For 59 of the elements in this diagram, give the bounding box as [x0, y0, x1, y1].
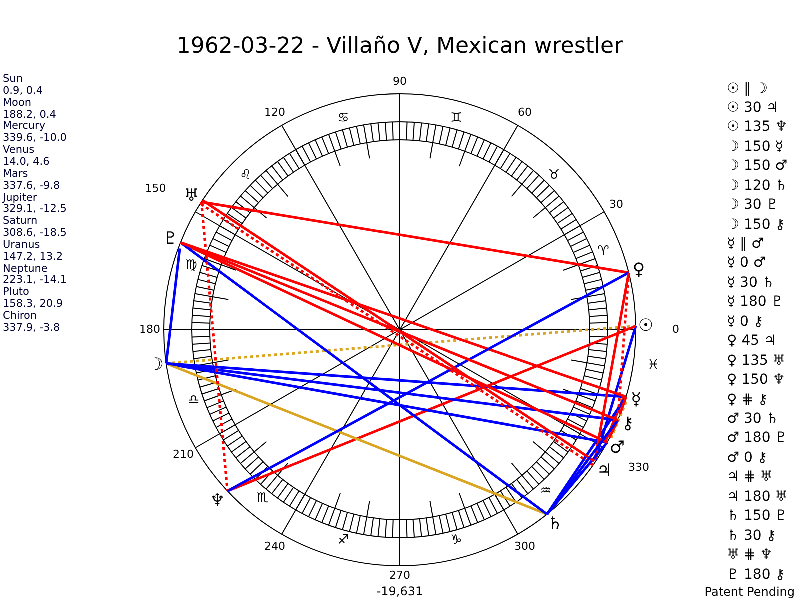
zodiac-sign: ♓ — [648, 358, 660, 373]
aspect-entry: ☽ 120 ♄ — [727, 178, 788, 195]
aspect-entry: ☿ ∥ ♂ — [727, 236, 764, 254]
planet-name: Neptune — [3, 264, 48, 275]
planet-coordinates: 223.1, -14.1 — [3, 275, 67, 287]
planet-coordinates: 0.9, 0.4 — [3, 86, 44, 98]
aspect-entry: ☿ 0 ⚷ — [727, 314, 764, 331]
planet-coordinates: 188.2, 0.4 — [3, 110, 56, 121]
aspect-entry: ♂ 0 ⚷ — [727, 450, 768, 467]
chart-title: 1962-03-22 - Villaño V, Mexican wrestler — [176, 34, 624, 60]
planet-symbol: ☽ — [146, 355, 166, 376]
aspect-entry: ☉ 30 ♃ — [727, 100, 779, 117]
planet-coordinates: 337.9, -3.8 — [3, 322, 60, 335]
planet-name: Chiron — [3, 311, 38, 323]
aspect-entry: ♀ 45 ♃ — [727, 333, 777, 350]
degree-label: 270 — [390, 570, 410, 582]
aspect-entry: ☿ 180 ♇ — [727, 294, 784, 312]
aspect-entry: ♃ 180 ♅ — [727, 488, 788, 506]
aspect-entry: ♇ 180 ⚷ — [727, 566, 786, 584]
planet-name: Sun — [3, 74, 23, 86]
aspect-entry: ♄ 150 ♇ — [727, 508, 788, 526]
planet-name: Moon — [3, 98, 32, 110]
aspect-entry: ☽ 150 ⚷ — [727, 216, 786, 234]
aspect-entry: ☿ 0 ♂ — [727, 255, 766, 272]
aspect-entry: ♂ 30 ♄ — [727, 410, 779, 428]
planet-name: Pluto — [3, 287, 30, 299]
aspect-entry: ♃ ⋕ ♅ — [727, 469, 773, 486]
aspect-entry: ♀ ⋕ ⚷ — [727, 392, 768, 409]
planet-name: Venus — [3, 145, 35, 157]
degree-label: 150 — [145, 183, 166, 195]
chart-number: -19,631 — [376, 586, 424, 598]
aspect-entry: ♀ 135 ♅ — [727, 352, 786, 370]
degree-label: 180 — [140, 324, 160, 336]
aspect-entry: ♂ 180 ♇ — [727, 430, 788, 448]
planet-coordinates: 339.6, -10.0 — [3, 133, 67, 145]
planet-name: Mercury — [3, 121, 46, 133]
planet-name: Jupiter — [3, 192, 38, 204]
planet-coordinates: 337.6, -9.8 — [3, 180, 60, 192]
aspect-entry: ♅ ⋕ ♆ — [727, 547, 773, 564]
planet-name: Saturn — [3, 216, 38, 228]
aspect-entry: ☽ 30 ♇ — [727, 197, 779, 214]
planet-coordinates: 147.2, 13.2 — [3, 252, 64, 264]
planet-coordinates: 14.0, 4.6 — [3, 156, 50, 169]
aspect-entry: ☉ 135 ♆ — [727, 119, 788, 136]
planet-symbol: ☉ — [636, 316, 656, 336]
degree-label: 0 — [672, 324, 680, 336]
aspect-entry: ♄ 30 ⚷ — [727, 528, 777, 545]
aspect-entry: ☽ 150 ☿ — [727, 138, 784, 156]
aspect-entry: ☉ ∥ ☽ — [727, 80, 768, 98]
aspect-entry: ♀ 150 ♆ — [727, 372, 786, 390]
planet-name: Uranus — [3, 240, 40, 252]
planet-coordinates: 308.6, -18.5 — [3, 228, 67, 240]
aspect-entry: ☿ 30 ♄ — [727, 274, 775, 292]
degree-label: 90 — [393, 76, 407, 88]
planet-name: Mars — [3, 168, 28, 181]
footer-note: Patent Pending — [704, 586, 795, 599]
planet-coordinates: 158.3, 20.9 — [3, 299, 64, 311]
aspect-entry: ☽ 150 ♂ — [727, 158, 788, 176]
planet-coordinates: 329.1, -12.5 — [3, 204, 67, 216]
